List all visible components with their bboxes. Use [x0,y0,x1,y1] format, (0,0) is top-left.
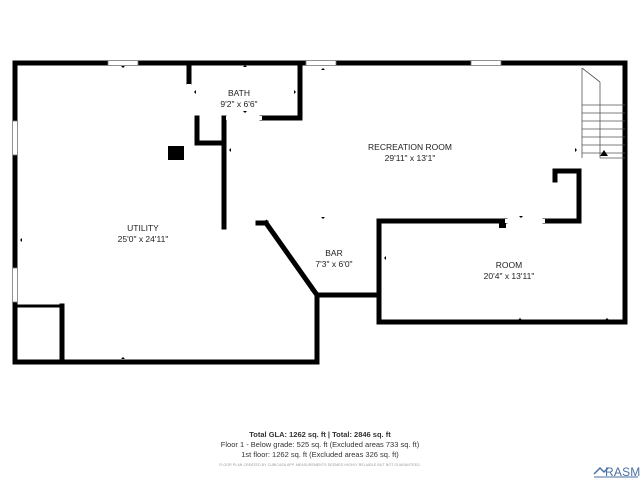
room-name-bar: BAR [325,248,342,258]
room-name-utility: UTILITY [127,223,159,233]
floor1-area-line: Floor 1 - Below grade: 525 sq. ft (Exclu… [220,440,420,449]
room-dims-room: 20'4" x 13'11" [484,271,535,281]
dimension-markers [20,65,609,359]
room-name-recreation: RECREATION ROOM [368,142,452,152]
first-floor-area-line: 1st floor: 1262 sq. ft (Excluded areas 3… [241,450,399,459]
room-labels: BATH 9'2" x 6'6" RECREATION ROOM 29'11" … [118,88,535,281]
stairs [581,67,625,159]
rasm-logo-icon [593,466,638,478]
disclaimer-text: FLOOR PLAN CREATED BY CUBICASA APP. MEAS… [219,463,421,467]
windows [12,60,502,303]
door-openings [187,84,545,223]
room-dims-recreation: 29'11" x 13'1" [385,153,436,163]
room-dims-bar: 7'3" x 6'0" [315,259,352,269]
total-area-summary: Total GLA: 1262 sq. ft | Total: 2846 sq.… [249,430,391,439]
room-name-room: ROOM [496,260,522,270]
room-dims-utility: 25'0" x 24'11" [118,234,169,244]
walls [12,60,628,365]
logo-text: RASM [605,465,640,479]
room-name-bath: BATH [228,88,250,98]
room-dims-bath: 9'2" x 6'6" [220,99,257,109]
